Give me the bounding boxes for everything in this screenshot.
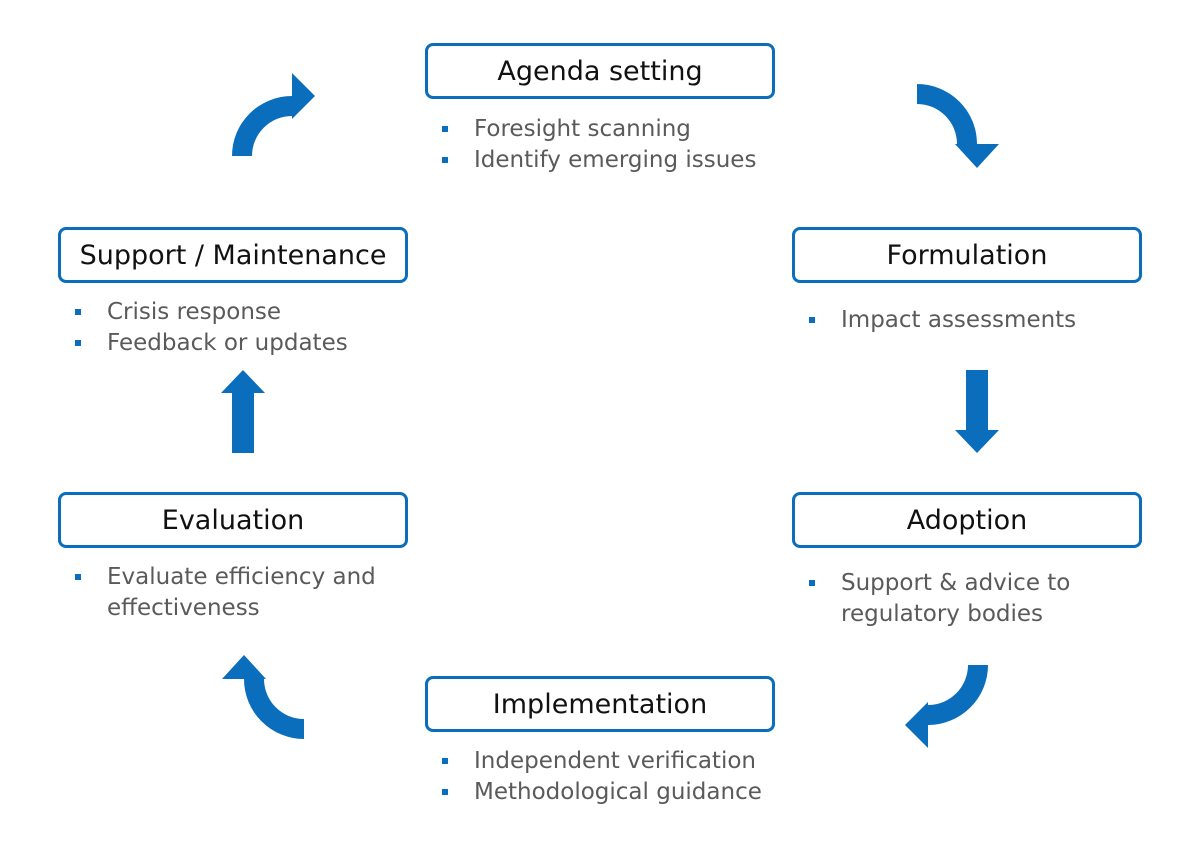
list-item: Identify emerging issues — [434, 145, 756, 176]
formulation-bullet-list: Impact assessments — [801, 305, 1076, 336]
list-item: Crisis response — [67, 297, 348, 328]
list-item: Methodological guidance — [434, 777, 762, 808]
stage-title: Adoption — [906, 504, 1028, 536]
stage-formulation: Formulation — [792, 227, 1142, 283]
curved-arrow-icon — [222, 655, 304, 739]
adoption-bullet-list: Support & advice to regulatory bodies — [801, 568, 1070, 630]
list-item: Evaluate efficiency and — [67, 562, 376, 593]
stage-title: Evaluation — [161, 504, 305, 536]
stage-implementation: Implementation — [425, 676, 775, 732]
stage-evaluation: Evaluation — [58, 492, 408, 548]
stage-title: Implementation — [492, 688, 708, 720]
up-arrow-icon — [221, 370, 265, 453]
support-bullet-list: Crisis response Feedback or updates — [67, 297, 348, 359]
stage-adoption: Adoption — [792, 492, 1142, 548]
implementation-bullet-list: Independent verification Methodological … — [434, 746, 762, 808]
stage-support-maintenance: Support / Maintenance — [58, 227, 408, 283]
stage-title: Formulation — [886, 239, 1048, 271]
curved-arrow-icon — [917, 84, 999, 168]
curved-arrow-icon — [905, 665, 988, 748]
agenda-bullet-list: Foresight scanning Identify emerging iss… — [434, 114, 756, 176]
list-item-continuation: regulatory bodies — [841, 601, 1044, 627]
list-item: Impact assessments — [801, 305, 1076, 336]
list-item-continuation: effectiveness — [107, 595, 260, 621]
list-item: Independent verification — [434, 746, 762, 777]
stage-title: Agenda setting — [497, 55, 703, 87]
list-item: Foresight scanning — [434, 114, 756, 145]
evaluation-bullet-list: Evaluate efficiency and effectiveness — [67, 562, 376, 624]
list-item: Feedback or updates — [67, 328, 348, 359]
down-arrow-icon — [955, 370, 999, 453]
curved-arrow-icon — [232, 73, 315, 156]
list-item: Support & advice to — [801, 568, 1070, 599]
stage-title: Support / Maintenance — [79, 239, 387, 271]
stage-agenda-setting: Agenda setting — [425, 43, 775, 99]
